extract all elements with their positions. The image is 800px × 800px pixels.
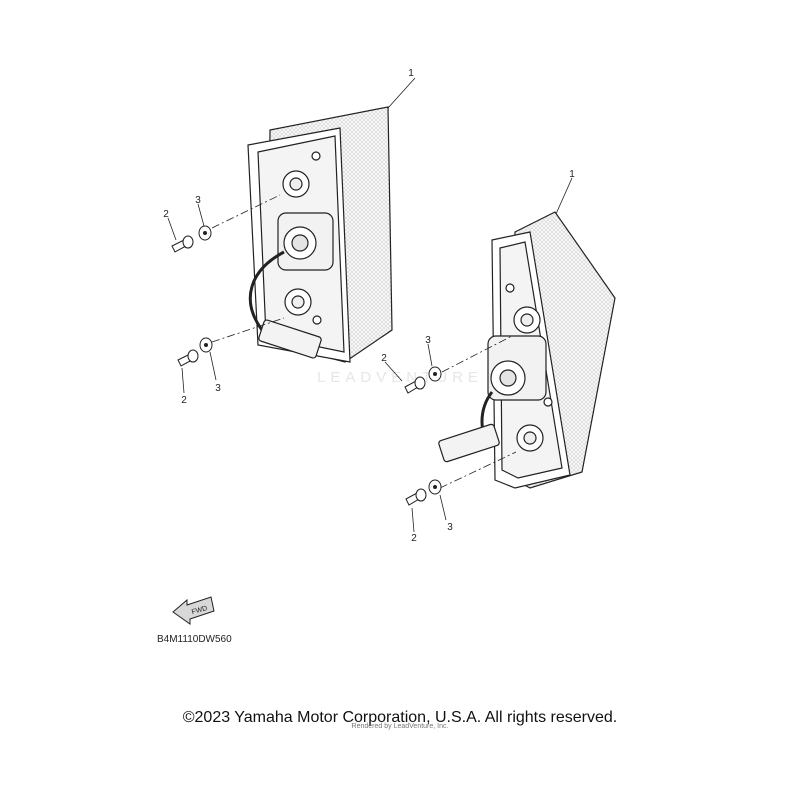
callout-washer-left-bottom: 3 [215, 383, 221, 394]
diagram-code: B4M1110DW560 [157, 634, 232, 645]
copyright-text: ©2023 Yamaha Motor Corporation, U.S.A. A… [182, 709, 618, 726]
washer-right-top[interactable] [428, 366, 442, 382]
bolt-left-top[interactable] [171, 235, 194, 253]
washer-left-top[interactable] [198, 225, 212, 241]
callout-bolt-right-top: 2 [381, 353, 387, 364]
callout-bolt-left-top: 2 [163, 209, 169, 220]
rendered-by-text: Rendered by LeadVenture, Inc. [351, 723, 449, 730]
left-tail-lamp[interactable] [247, 106, 393, 363]
fwd-arrow-icon: FWD [172, 596, 215, 625]
callout-washer-right-top: 3 [425, 335, 431, 346]
bolt-left-bottom[interactable] [177, 349, 199, 367]
washer-left-bottom[interactable] [199, 337, 213, 353]
callout-bolt-right-bottom: 2 [411, 533, 417, 544]
callout-right-lamp: 1 [569, 169, 575, 180]
callout-left-lamp: 1 [408, 68, 414, 79]
bolt-right-bottom[interactable] [405, 488, 427, 506]
callout-bolt-left-bottom: 2 [181, 395, 187, 406]
bolt-right-top[interactable] [404, 376, 426, 394]
fwd-label: FWD [191, 605, 208, 616]
callout-washer-left-top: 3 [195, 195, 201, 206]
callout-washer-right-bottom: 3 [447, 522, 453, 533]
right-tail-lamp[interactable] [438, 211, 616, 489]
washer-right-bottom[interactable] [428, 479, 442, 495]
